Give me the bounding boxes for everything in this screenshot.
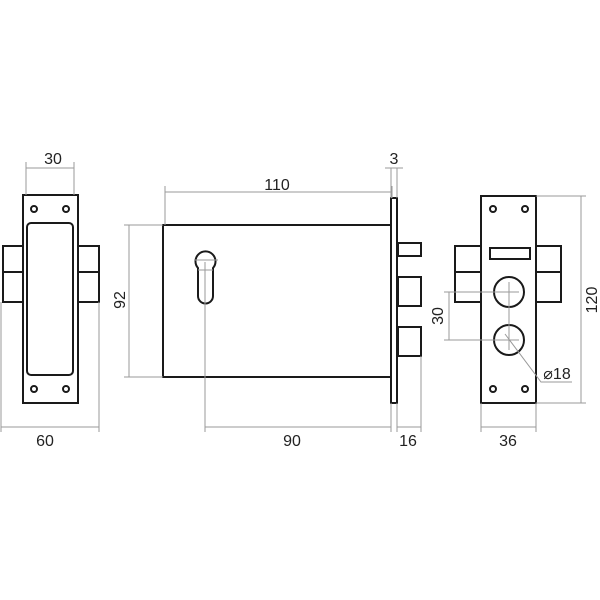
dead-bolt [397, 276, 422, 307]
screw-hole-icon [521, 385, 529, 393]
dim-side-top: 30 [44, 151, 62, 168]
right-bolt [535, 245, 562, 303]
dim-faceplate-height: 120 [584, 287, 600, 314]
latch-bolt [397, 242, 422, 257]
dim-side-bottom: 60 [36, 433, 54, 450]
screw-hole-icon [62, 205, 70, 213]
side-body [26, 222, 74, 376]
dim-plate-thickness: 3 [390, 151, 399, 168]
screw-hole-icon [521, 205, 529, 213]
screw-hole-icon [30, 385, 38, 393]
dim-height: 92 [112, 291, 129, 309]
dim-bolt-projection: 16 [399, 433, 417, 450]
front-plate [390, 197, 398, 404]
dim-length: 110 [264, 177, 290, 194]
latch-slot [489, 247, 531, 260]
right-bolt [76, 245, 100, 303]
front-view: 110 3 92 90 16 [112, 151, 422, 450]
lock-body [162, 224, 393, 378]
dim-faceplate-width: 36 [499, 433, 517, 450]
screw-hole-icon [489, 205, 497, 213]
dim-hole-spacing: 30 [430, 307, 447, 325]
screw-hole-icon [489, 385, 497, 393]
screw-hole-icon [62, 385, 70, 393]
side-view: 30 60 [0, 151, 100, 450]
screw-hole-icon [30, 205, 38, 213]
faceplate-view: 30 120 36 ⌀18 [430, 195, 600, 450]
dim-hole-diameter: ⌀18 [543, 366, 571, 383]
dim-backset: 90 [283, 433, 301, 450]
left-bolt [454, 245, 482, 303]
dead-bolt [397, 326, 422, 357]
